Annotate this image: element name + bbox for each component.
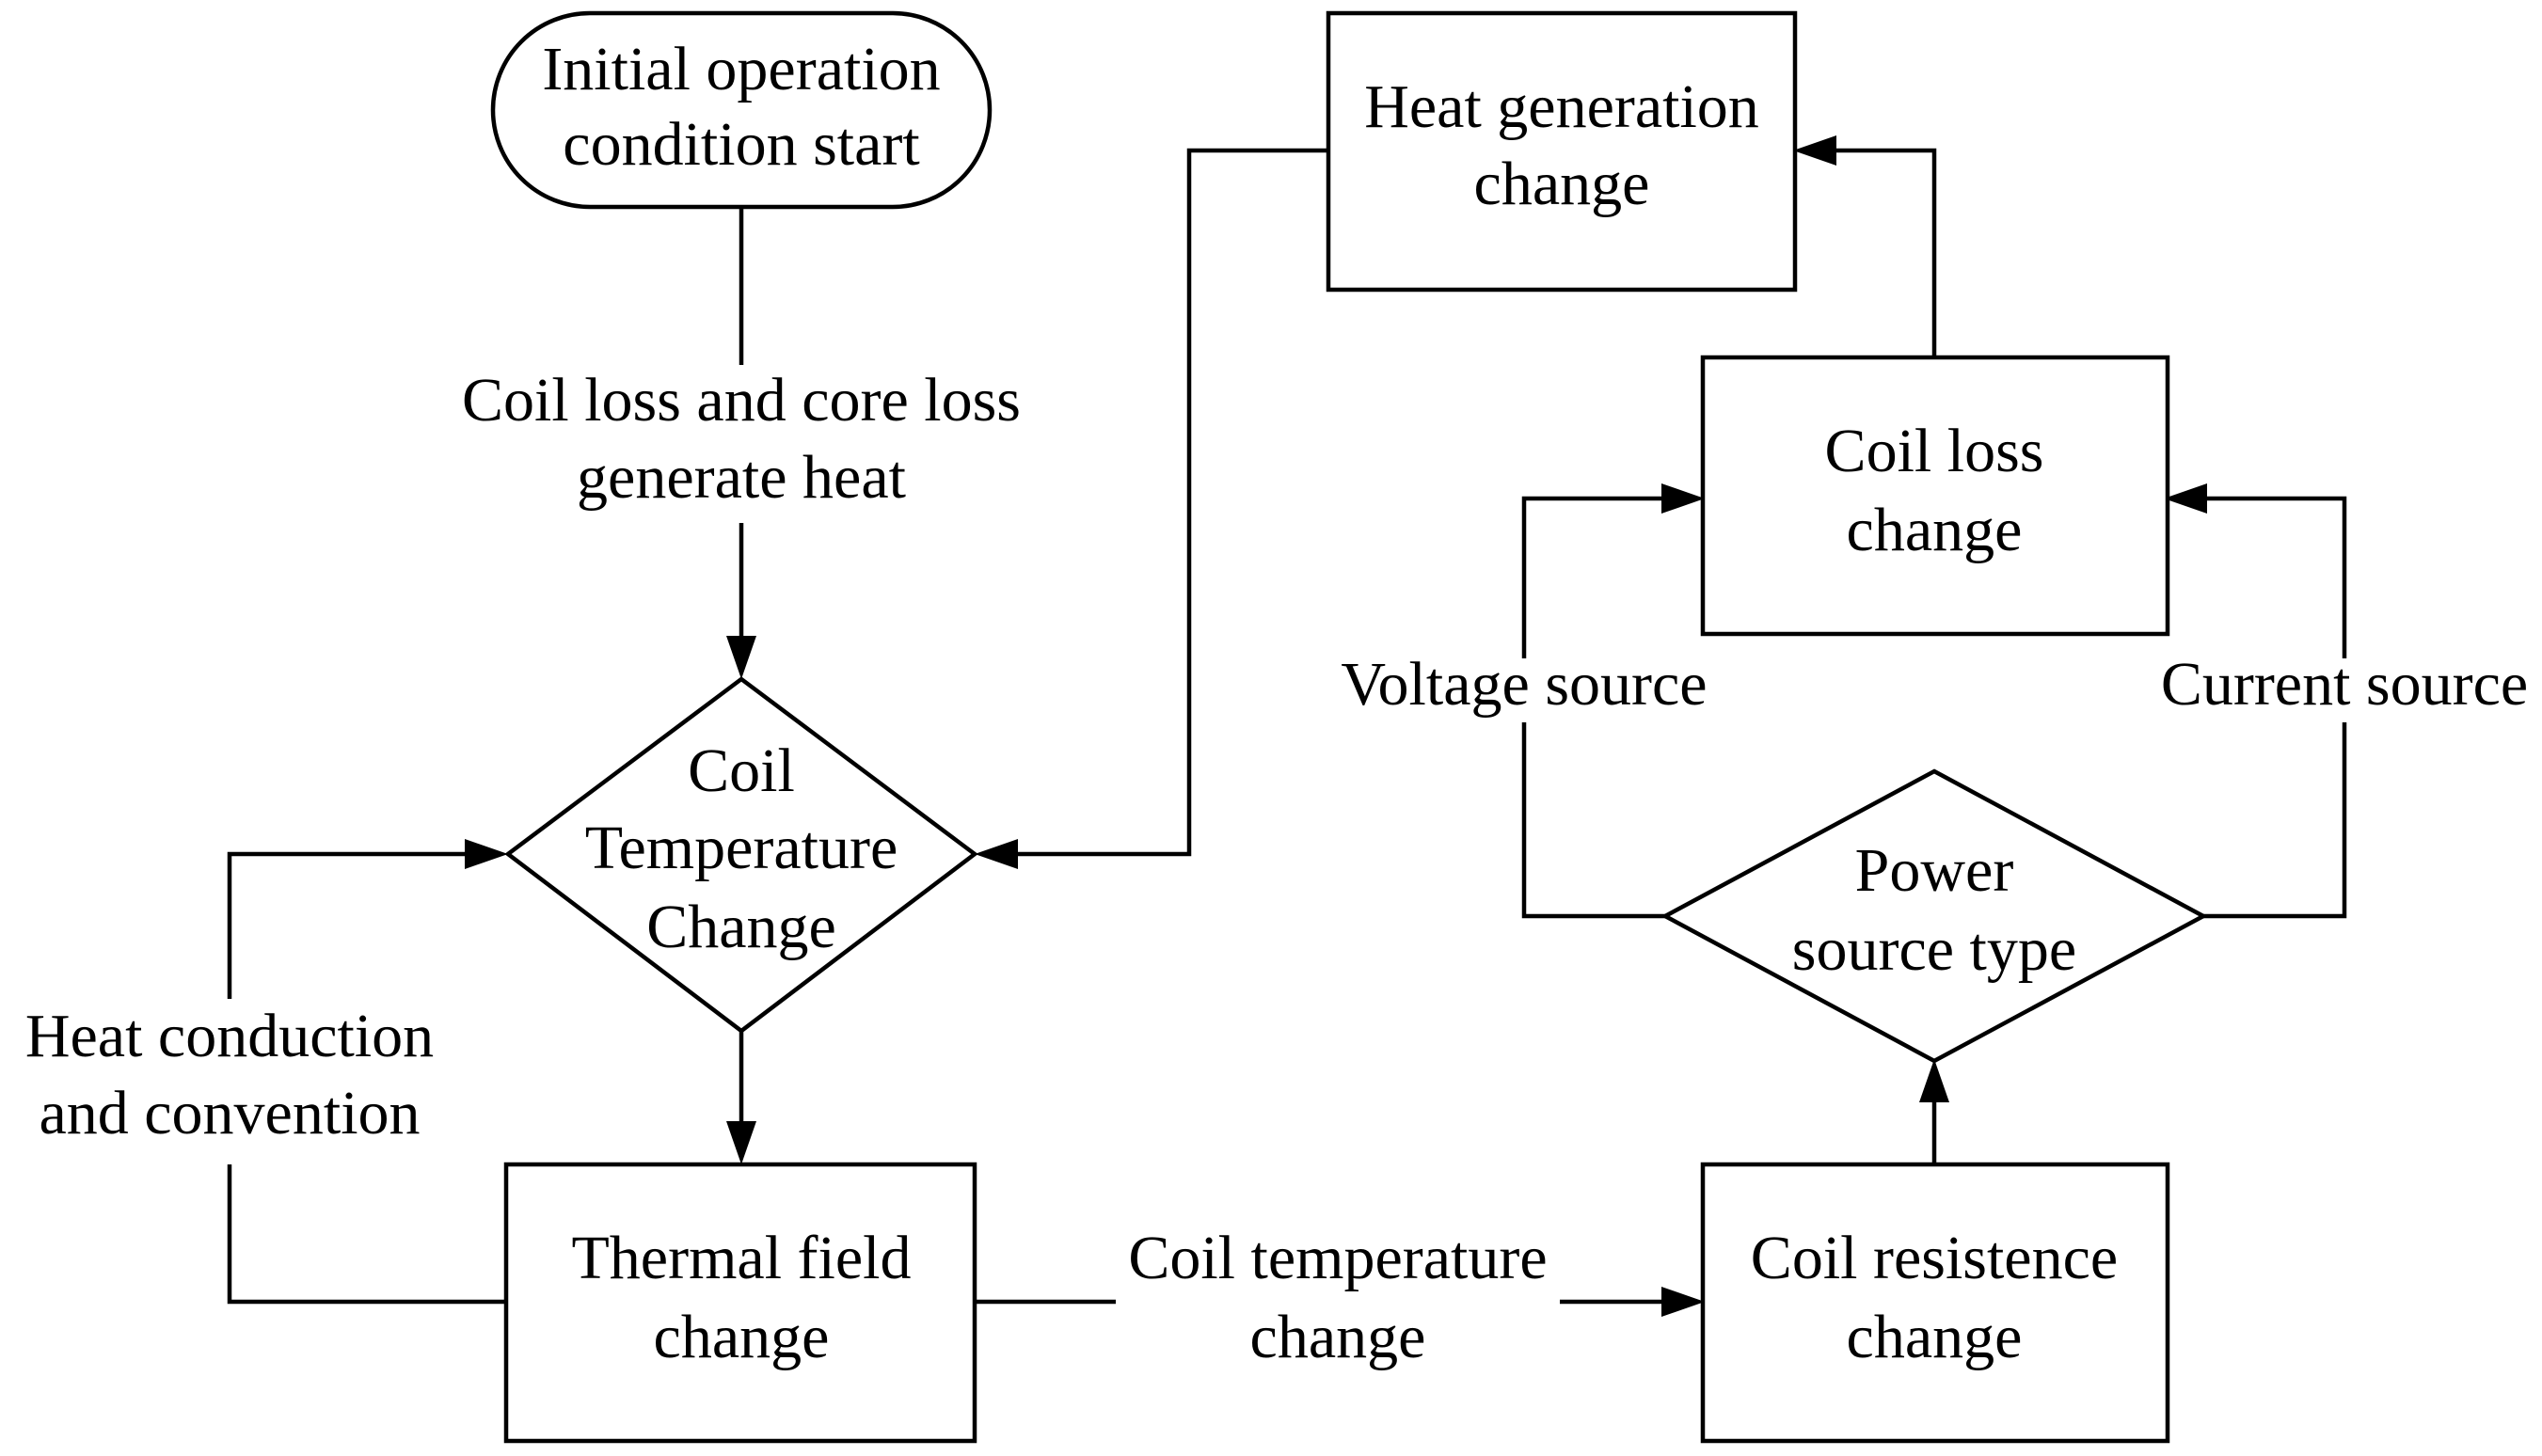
- edge-label-current-source: Current source: [2161, 650, 2528, 719]
- edge-labels: Coil loss and core loss generate heat He…: [25, 366, 2528, 1371]
- coil-resistance-label-line-2: change: [1847, 1303, 2023, 1371]
- power-source-diamond: [1660, 768, 2208, 1064]
- coil-loss-node: Coil loss change: [1700, 355, 2170, 637]
- arrowhead-into-coil-resistance: [1661, 1287, 1705, 1317]
- coil-loss-box: [1700, 355, 2170, 637]
- heat-generation-node: Heat generation change: [1326, 10, 1798, 293]
- heat-generation-box: [1326, 10, 1798, 293]
- edges: [227, 135, 2347, 1317]
- edge-voltage-upper: [1521, 496, 1669, 658]
- start-terminal-shape: [490, 10, 993, 210]
- edge-current-upper: [2201, 496, 2347, 658]
- edge-coilloss-to-heatgen: [1831, 148, 1937, 357]
- start-terminal-node: Initial operation condition start: [490, 10, 993, 210]
- edge-label-heat-source-line-1: Coil loss and core loss: [462, 366, 1021, 435]
- heat-generation-label-line-2: change: [1474, 150, 1650, 218]
- thermal-field-label-line-2: change: [654, 1303, 830, 1371]
- edge-label-heat-conduction-line-1: Heat conduction: [25, 1002, 434, 1070]
- edge-thermal-feedback-upper: [227, 851, 470, 999]
- arrowhead-current-into-coil-loss: [2164, 483, 2207, 514]
- arrowhead-voltage-into-coil-loss: [1661, 483, 1705, 514]
- start-label-line-2: condition start: [563, 110, 919, 179]
- edge-thermal-feedback-lower: [227, 1164, 506, 1305]
- power-source-label-line-2: source type: [1792, 915, 2076, 984]
- thermal-field-label-line-1: Thermal field: [571, 1224, 911, 1292]
- edge-label-heat-source-line-2: generate heat: [577, 443, 906, 512]
- edge-label-heat-conduction-line-2: and convention: [39, 1079, 420, 1147]
- coil-temperature-decision-node: Coil Temperature Change: [504, 676, 978, 1034]
- arrowhead-into-heat-generation: [1793, 135, 1836, 166]
- coil-loss-label-line-2: change: [1847, 496, 2023, 564]
- edge-label-voltage-source: Voltage source: [1341, 650, 1707, 719]
- coil-temp-label-line-1: Coil: [688, 736, 795, 805]
- arrowhead-into-power-source: [1919, 1059, 1949, 1102]
- coil-resistance-label-line-1: Coil resistence: [1751, 1224, 2118, 1292]
- arrowhead-into-coil-temp-left: [465, 839, 508, 869]
- edge-voltage-lower: [1521, 722, 1665, 919]
- heat-generation-label-line-1: Heat generation: [1364, 72, 1759, 141]
- start-label-line-1: Initial operation: [542, 35, 940, 103]
- edge-heatgen-to-temp: [1012, 148, 1328, 857]
- power-source-decision-node: Power source type: [1660, 768, 2208, 1064]
- coil-temp-label-line-3: Change: [646, 893, 836, 961]
- thermal-field-node: Thermal field change: [503, 1162, 977, 1444]
- coil-resistance-node: Coil resistence change: [1700, 1162, 2170, 1444]
- coil-temperature-diamond: [504, 676, 978, 1034]
- arrowhead-into-coil-temp-top: [726, 636, 756, 679]
- arrowhead-into-thermal-field: [726, 1121, 756, 1164]
- arrowhead-into-coil-temp-right: [975, 839, 1018, 869]
- edge-label-coil-temp-line-1: Coil temperature: [1128, 1224, 1547, 1292]
- edge-current-lower: [2203, 722, 2347, 919]
- edge-label-coil-temp-line-2: change: [1250, 1303, 1426, 1371]
- coil-temp-label-line-2: Temperature: [585, 814, 898, 882]
- nodes: Initial operation condition start Coil T…: [490, 10, 2208, 1444]
- thermal-field-box: [503, 1162, 977, 1444]
- coil-resistance-box: [1700, 1162, 2170, 1444]
- power-source-label-line-1: Power: [1855, 836, 2014, 905]
- coil-loss-label-line-1: Coil loss: [1825, 417, 2044, 485]
